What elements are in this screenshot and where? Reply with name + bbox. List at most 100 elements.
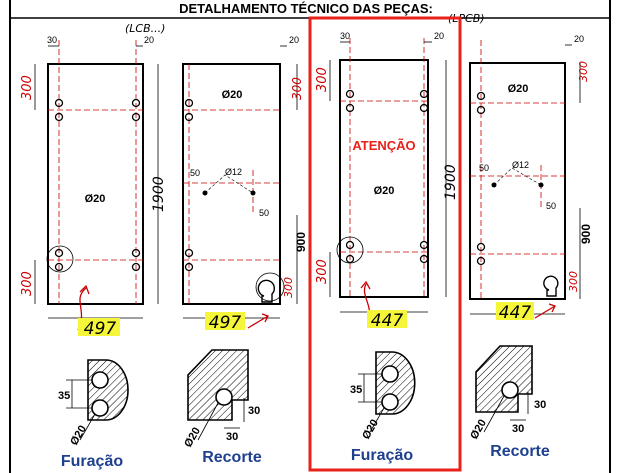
panel-3: 30 20 300 300 ATENÇÃO Ø20 1900 447 xyxy=(315,31,459,331)
hole xyxy=(476,105,486,115)
detail-label: Recorte xyxy=(490,443,550,460)
warning-label: ATENÇÃO xyxy=(352,138,415,153)
page-title: DETALHAMENTO TÉCNICO DAS PEÇAS: xyxy=(179,1,433,16)
sheet-border xyxy=(9,0,611,473)
leader-line xyxy=(483,395,505,433)
dim-height-top: 300 xyxy=(315,67,330,92)
leader-line xyxy=(369,407,385,433)
hole xyxy=(91,399,109,417)
hole xyxy=(131,262,141,272)
hole xyxy=(419,254,429,264)
arrow-head xyxy=(79,284,90,295)
arrow-head xyxy=(360,280,371,290)
detail-label: Furação xyxy=(351,447,413,464)
callout-arrow xyxy=(534,305,556,319)
hole xyxy=(54,98,64,108)
attention-frame xyxy=(308,16,462,472)
dim-spacing: 35 xyxy=(58,390,70,402)
dim-total-height: 1900 xyxy=(443,164,459,200)
dim-a: 30 xyxy=(534,399,546,411)
hole-small xyxy=(538,182,544,188)
dim-top-left: 30 xyxy=(340,31,350,41)
hole xyxy=(215,388,233,406)
dim-top-right: 20 xyxy=(144,35,154,45)
arrow-head xyxy=(261,313,269,323)
dim-diameter: Ø20 xyxy=(68,423,89,447)
detail-furacao-2: 35 Ø20 Furação xyxy=(350,351,416,464)
hole xyxy=(476,242,486,252)
hole xyxy=(91,371,109,389)
offset-1: 50 xyxy=(479,163,489,173)
detail-label: Recorte xyxy=(202,449,262,466)
hole-diameter-label: Ø20 xyxy=(508,83,529,95)
dim-width: 447 xyxy=(499,303,532,323)
hole xyxy=(345,240,355,250)
dim-900: 900 xyxy=(294,232,308,252)
dim-height-bottom: 300 xyxy=(282,277,295,298)
panel-2-outline xyxy=(182,63,281,305)
handwritten-note-left: (LCB...) xyxy=(125,22,165,35)
hole xyxy=(131,98,141,108)
hole xyxy=(419,103,429,113)
hole-diameter-label: Ø20 xyxy=(374,185,395,197)
hole xyxy=(345,254,355,264)
detail-recorte-1: 30 30 Ø20 Recorte xyxy=(182,349,262,466)
offset-2: 50 xyxy=(259,208,269,218)
leader-line xyxy=(197,402,219,441)
dim-height-top: 300 xyxy=(577,61,590,82)
dim-height-bottom: 300 xyxy=(315,259,330,284)
panel-1-outline xyxy=(47,63,144,305)
dim-width: 497 xyxy=(209,313,242,333)
hole xyxy=(131,112,141,122)
width-highlight xyxy=(78,318,120,336)
hole xyxy=(184,262,194,272)
dim-height-bottom: 300 xyxy=(20,271,35,296)
detail-callout-circle xyxy=(336,236,364,264)
dim-height-bottom: 300 xyxy=(567,271,580,292)
dim-900: 900 xyxy=(579,224,593,244)
hole xyxy=(184,112,194,122)
hole xyxy=(54,248,64,258)
small-hole-label: Ø12 xyxy=(512,160,529,170)
hole xyxy=(131,248,141,258)
hole xyxy=(476,91,486,101)
hole xyxy=(54,112,64,122)
detail-callout-circle xyxy=(255,272,285,302)
leader-line xyxy=(204,174,254,194)
dim-a: 30 xyxy=(248,405,260,417)
detail-callout-circle xyxy=(46,245,74,273)
dim-top-left: 30 xyxy=(47,35,57,45)
hole xyxy=(419,89,429,99)
hole xyxy=(54,262,64,272)
panel-4: Ø12 50 50 Ø20 20 300 900 300 447 xyxy=(469,34,593,323)
panel-4-outline xyxy=(469,62,566,300)
dim-spacing: 35 xyxy=(350,384,362,396)
hole xyxy=(184,98,194,108)
panel-1: 30 20 300 300 Ø20 1900 497 xyxy=(20,35,167,339)
dim-width: 497 xyxy=(84,319,117,339)
width-highlight xyxy=(205,312,245,330)
recorte-cutout xyxy=(257,279,276,303)
hole xyxy=(501,381,519,399)
hole xyxy=(345,103,355,113)
leader-line xyxy=(493,167,542,186)
detail-recorte-2: 30 30 Ø20 Recorte xyxy=(468,345,550,460)
recorte-shape xyxy=(475,345,533,413)
dim-height-top: 300 xyxy=(20,75,35,100)
arrow-head xyxy=(548,303,556,313)
small-hole-label: Ø12 xyxy=(225,167,242,177)
handwritten-note-right: (LPCB) xyxy=(448,12,485,25)
offset-1: 50 xyxy=(190,168,200,178)
hole xyxy=(419,240,429,250)
detail-furacao-1: 35 Ø20 Furação xyxy=(58,359,129,470)
dim-height-top: 300 xyxy=(290,77,304,100)
recorte-cutout xyxy=(543,275,559,297)
recorte-shape xyxy=(187,349,249,421)
offset-2: 50 xyxy=(546,201,556,211)
dim-width: 447 xyxy=(371,311,404,331)
panel-2: Ø12 50 50 Ø20 20 300 900 300 497 xyxy=(182,35,308,333)
hole xyxy=(184,248,194,258)
detail-label: Furação xyxy=(61,453,123,470)
hole xyxy=(476,256,486,266)
